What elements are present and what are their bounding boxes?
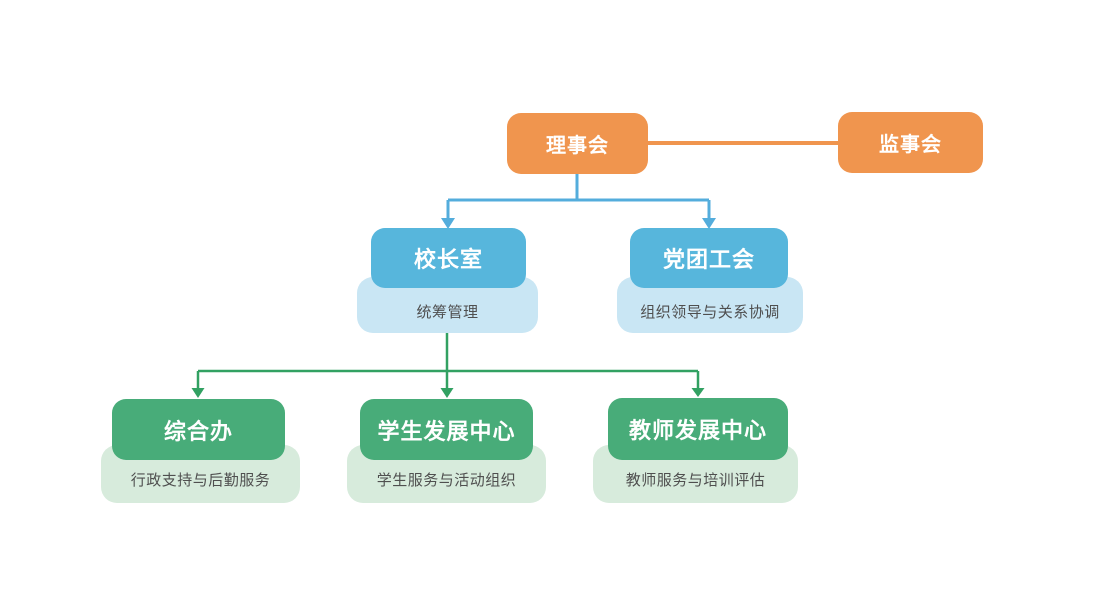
org-node-student-center-subtitle: 学生服务与活动组织 xyxy=(376,471,517,489)
org-node-teacher-center-title: 教师发展中心 xyxy=(628,418,767,443)
org-node-teacher-center-subtitle: 教师服务与培训评估 xyxy=(625,471,766,489)
org-node-student-center[interactable]: 学生发展中心 xyxy=(360,399,533,460)
org-node-general-office[interactable]: 综合办 xyxy=(112,399,285,460)
org-node-party-union[interactable]: 党团工会 xyxy=(630,228,788,288)
connector-blue-tree xyxy=(446,174,711,219)
org-node-principal-office[interactable]: 校长室 xyxy=(371,228,526,288)
org-node-principal-office-subtitle: 统筹管理 xyxy=(416,303,479,321)
org-node-board-title: 理事会 xyxy=(546,135,609,157)
connector-green-tree xyxy=(196,333,700,389)
org-node-party-union-subtitle: 组织领导与关系协调 xyxy=(640,303,780,321)
org-node-principal-office-title: 校长室 xyxy=(413,247,483,272)
org-node-board[interactable]: 理事会 xyxy=(507,113,648,174)
org-node-student-center-title: 学生发展中心 xyxy=(377,418,516,444)
arrowhead-general-office xyxy=(191,388,205,398)
org-node-supervisory-title: 监事会 xyxy=(879,134,942,156)
org-node-teacher-center[interactable]: 教师发展中心 xyxy=(608,398,788,460)
org-node-general-office-title: 综合办 xyxy=(163,418,233,444)
arrowhead-teacher-center xyxy=(691,388,705,397)
org-node-general-office-subtitle: 行政支持与后勤服务 xyxy=(130,471,271,489)
arrowhead-student-center xyxy=(440,388,454,398)
org-node-party-union-title: 党团工会 xyxy=(662,247,755,272)
org-node-supervisory[interactable]: 监事会 xyxy=(838,112,983,173)
